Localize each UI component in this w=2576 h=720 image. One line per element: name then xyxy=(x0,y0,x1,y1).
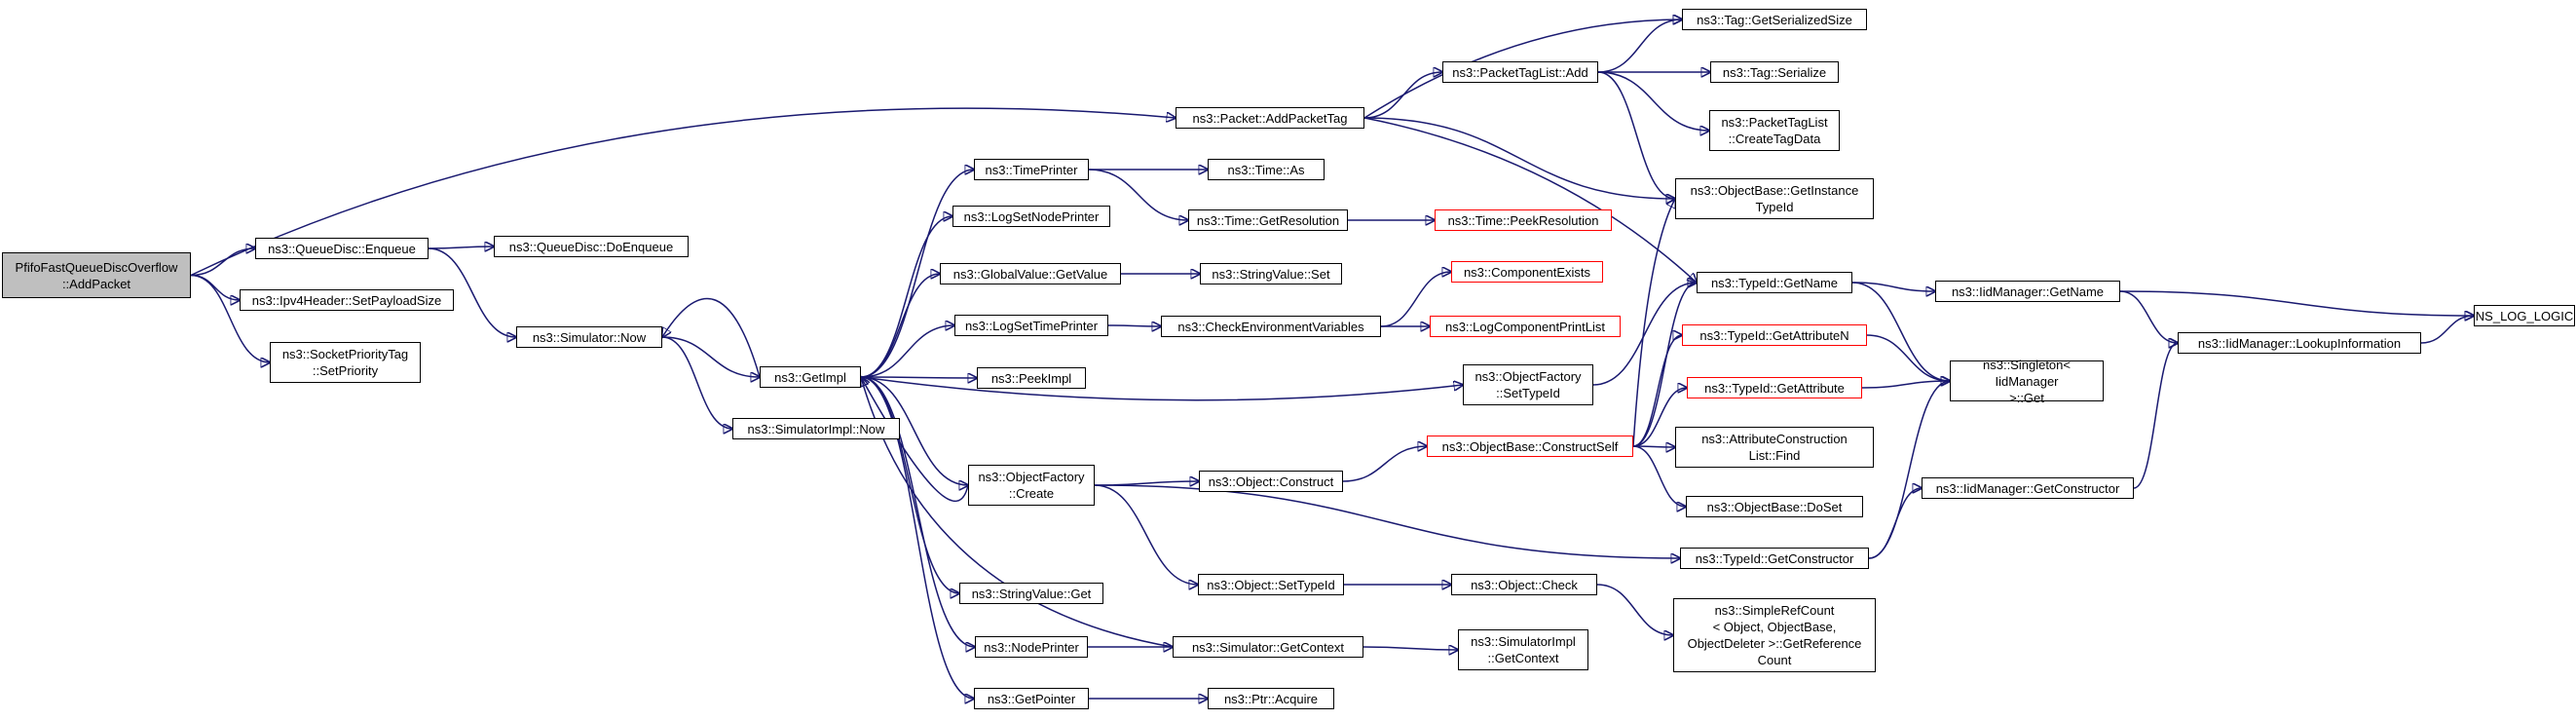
node-typeid-getattributen[interactable]: ns3::TypeId::GetAttributeN xyxy=(1682,324,1867,346)
edge-objectbase_constructself-to-objectbase_getinstancetypeid xyxy=(1632,199,1675,447)
node-socketpriority[interactable]: ns3::SocketPriorityTag ::SetPriority xyxy=(270,342,421,383)
node-ipv4-setpayload[interactable]: ns3::Ipv4Header::SetPayloadSize xyxy=(240,289,454,311)
node-logcomponentprintlist[interactable]: ns3::LogComponentPrintList xyxy=(1430,316,1621,337)
node-logsetnodeprinter[interactable]: ns3::LogSetNodePrinter xyxy=(952,206,1110,227)
edge-typeid_getname-to-iidmanager_getname xyxy=(1851,282,1935,291)
edge-objfactory_settypeid-to-typeid_getname xyxy=(1592,283,1697,386)
node-objfactory-settypeid[interactable]: ns3::ObjectFactory ::SetTypeId xyxy=(1463,364,1593,405)
edge-packet_addpackettag-to-tag_getserializedsize xyxy=(1363,19,1682,119)
edge-getimpl-to-logsettimeprinter xyxy=(860,325,954,378)
node-object-check[interactable]: ns3::Object::Check xyxy=(1451,574,1597,595)
edge-getimpl-to-globalvalue_getvalue xyxy=(860,274,940,378)
node-queuedisc-enqueue[interactable]: ns3::QueueDisc::Enqueue xyxy=(255,238,429,259)
edge-iidmanager_getconstructor-to-iidmanager_lookupinformation xyxy=(2133,343,2178,489)
edge-logsettimeprinter-to-checkenv xyxy=(1107,325,1161,326)
edge-iidmanager_lookupinformation-to-ns_log_logic xyxy=(2420,316,2474,344)
edge-checkenv-to-componentexists xyxy=(1380,272,1451,327)
node-stringvalue-set[interactable]: ns3::StringValue::Set xyxy=(1200,263,1342,284)
edge-getimpl-to-sim_now xyxy=(662,297,761,378)
node-packettaglist-createtagdata[interactable]: ns3::PacketTagList ::CreateTagData xyxy=(1709,110,1840,151)
node-objfactory-create[interactable]: ns3::ObjectFactory ::Create xyxy=(968,465,1095,506)
edge-getimpl-to-objfactory_create xyxy=(860,376,968,485)
edge-objfactory_create-to-object_settypeid xyxy=(1094,484,1198,585)
node-logsettimeprinter[interactable]: ns3::LogSetTimePrinter xyxy=(954,315,1108,336)
edge-packettaglist_add-to-packettaglist_createtagdata xyxy=(1597,71,1709,131)
node-queuedisc-doenqueue[interactable]: ns3::QueueDisc::DoEnqueue xyxy=(494,236,689,257)
node-sim-getcontext[interactable]: ns3::Simulator::GetContext xyxy=(1173,636,1363,658)
edge-typeid_getattribute-to-singleton_get xyxy=(1861,381,1950,389)
edge-queuedisc_enqueue-to-sim_now xyxy=(428,247,516,337)
node-packet-addpackettag[interactable]: ns3::Packet::AddPacketTag xyxy=(1176,107,1364,129)
edge-root-to-socketpriority xyxy=(190,274,270,363)
node-iidmanager-lookupinformation[interactable]: ns3::IidManager::LookupInformation xyxy=(2178,332,2421,354)
node-getpointer[interactable]: ns3::GetPointer xyxy=(974,688,1089,709)
edge-object_construct-to-objectbase_constructself xyxy=(1342,446,1427,482)
edge-iidmanager_getname-to-ns_log_logic xyxy=(2119,290,2474,316)
node-time-as[interactable]: ns3::Time::As xyxy=(1208,159,1325,180)
edge-packettaglist_add-to-tag_getserializedsize xyxy=(1597,19,1682,73)
edge-sim_now-to-getimpl xyxy=(661,336,760,377)
node-singleton-get[interactable]: ns3::Singleton< IidManager >::Get xyxy=(1950,358,2104,405)
edge-queuedisc_enqueue-to-queuedisc_doenqueue xyxy=(428,246,494,248)
edge-objfactory_create-to-typeid_getconstructor xyxy=(1094,484,1680,558)
edge-packet_addpackettag-to-typeid_getname xyxy=(1363,117,1697,283)
edge-packettaglist_add-to-objectbase_getinstancetypeid xyxy=(1597,71,1675,199)
node-ptr-acquire[interactable]: ns3::Ptr::Acquire xyxy=(1208,688,1334,709)
node-getimpl[interactable]: ns3::GetImpl xyxy=(760,366,861,388)
edge-getimpl-to-objfactory_settypeid xyxy=(860,376,1463,401)
node-objectbase-getinstancetypeid[interactable]: ns3::ObjectBase::GetInstance TypeId xyxy=(1675,178,1874,219)
node-simplerefcount[interactable]: ns3::SimpleRefCount < Object, ObjectBase… xyxy=(1673,598,1876,672)
edge-typeid_getattributen-to-singleton_get xyxy=(1866,334,1950,381)
edge-timeprinter-to-time_getresolution xyxy=(1088,169,1188,220)
node-checkenv[interactable]: ns3::CheckEnvironmentVariables xyxy=(1161,316,1381,337)
edge-objectbase_constructself-to-typeid_getattributen xyxy=(1632,335,1682,447)
node-componentexists[interactable]: ns3::ComponentExists xyxy=(1451,261,1603,283)
edge-iidmanager_getname-to-iidmanager_lookupinformation xyxy=(2119,290,2178,343)
edge-typeid_getconstructor-to-singleton_get xyxy=(1868,381,1950,559)
node-typeid-getname[interactable]: ns3::TypeId::GetName xyxy=(1697,272,1852,293)
node-object-settypeid[interactable]: ns3::Object::SetTypeId xyxy=(1198,574,1344,595)
node-nodeprinter[interactable]: ns3::NodePrinter xyxy=(975,636,1088,658)
edge-typeid_getname-to-singleton_get xyxy=(1851,282,1950,381)
node-typeid-getconstructor[interactable]: ns3::TypeId::GetConstructor xyxy=(1680,548,1869,569)
edge-getimpl-to-nodeprinter xyxy=(860,376,975,647)
node-time-getresolution[interactable]: ns3::Time::GetResolution xyxy=(1188,209,1348,231)
node-sim-now[interactable]: ns3::Simulator::Now xyxy=(516,326,662,348)
node-ns-log-logic[interactable]: NS_LOG_LOGIC xyxy=(2474,305,2575,326)
node-simimpl-now[interactable]: ns3::SimulatorImpl::Now xyxy=(732,418,900,439)
edge-getimpl-to-peekimpl xyxy=(860,377,977,378)
edge-objfactory_create-to-getimpl xyxy=(861,377,969,503)
node-iidmanager-getconstructor[interactable]: ns3::IidManager::GetConstructor xyxy=(1922,477,2134,499)
node-object-construct[interactable]: ns3::Object::Construct xyxy=(1199,471,1343,492)
edge-sim_getcontext-to-simimpl_getcontext xyxy=(1363,647,1458,650)
edge-objectbase_constructself-to-typeid_getname xyxy=(1632,283,1697,447)
edge-object_check-to-simplerefcount xyxy=(1596,584,1673,635)
edge-getimpl-to-stringvalue_get xyxy=(860,376,959,593)
node-stringvalue-get[interactable]: ns3::StringValue::Get xyxy=(959,583,1103,604)
node-typeid-getattribute[interactable]: ns3::TypeId::GetAttribute xyxy=(1687,377,1862,398)
node-tag-getserializedsize[interactable]: ns3::Tag::GetSerializedSize xyxy=(1682,9,1867,30)
node-objectbase-constructself[interactable]: ns3::ObjectBase::ConstructSelf xyxy=(1427,436,1633,457)
node-globalvalue-getvalue[interactable]: ns3::GlobalValue::GetValue xyxy=(940,263,1121,284)
node-peekimpl[interactable]: ns3::PeekImpl xyxy=(977,367,1086,389)
node-timeprinter[interactable]: ns3::TimePrinter xyxy=(974,159,1089,180)
edge-objectbase_constructself-to-objectbase_doset xyxy=(1632,445,1686,507)
edge-getimpl-to-getpointer xyxy=(860,376,974,699)
node-simimpl-getcontext[interactable]: ns3::SimulatorImpl ::GetContext xyxy=(1458,629,1588,670)
edge-root-to-packet_addpackettag xyxy=(190,107,1176,277)
node-time-peekresolution[interactable]: ns3::Time::PeekResolution xyxy=(1435,209,1612,231)
node-root[interactable]: PfifoFastQueueDiscOverflow ::AddPacket xyxy=(2,252,191,298)
edge-objectbase_constructself-to-typeid_getattribute xyxy=(1632,388,1687,447)
node-iidmanager-getname[interactable]: ns3::IidManager::GetName xyxy=(1935,281,2120,302)
node-tag-serialize[interactable]: ns3::Tag::Serialize xyxy=(1710,61,1839,83)
node-attrconstructionlist-find[interactable]: ns3::AttributeConstruction List::Find xyxy=(1675,427,1874,468)
edge-root-to-ipv4_setpayload xyxy=(190,274,240,301)
edge-sim_now-to-simimpl_now xyxy=(661,336,732,429)
node-packettaglist-add[interactable]: ns3::PacketTagList::Add xyxy=(1442,61,1598,83)
node-objectbase-doset[interactable]: ns3::ObjectBase::DoSet xyxy=(1686,496,1863,517)
edge-packet_addpackettag-to-objectbase_getinstancetypeid xyxy=(1363,117,1675,199)
